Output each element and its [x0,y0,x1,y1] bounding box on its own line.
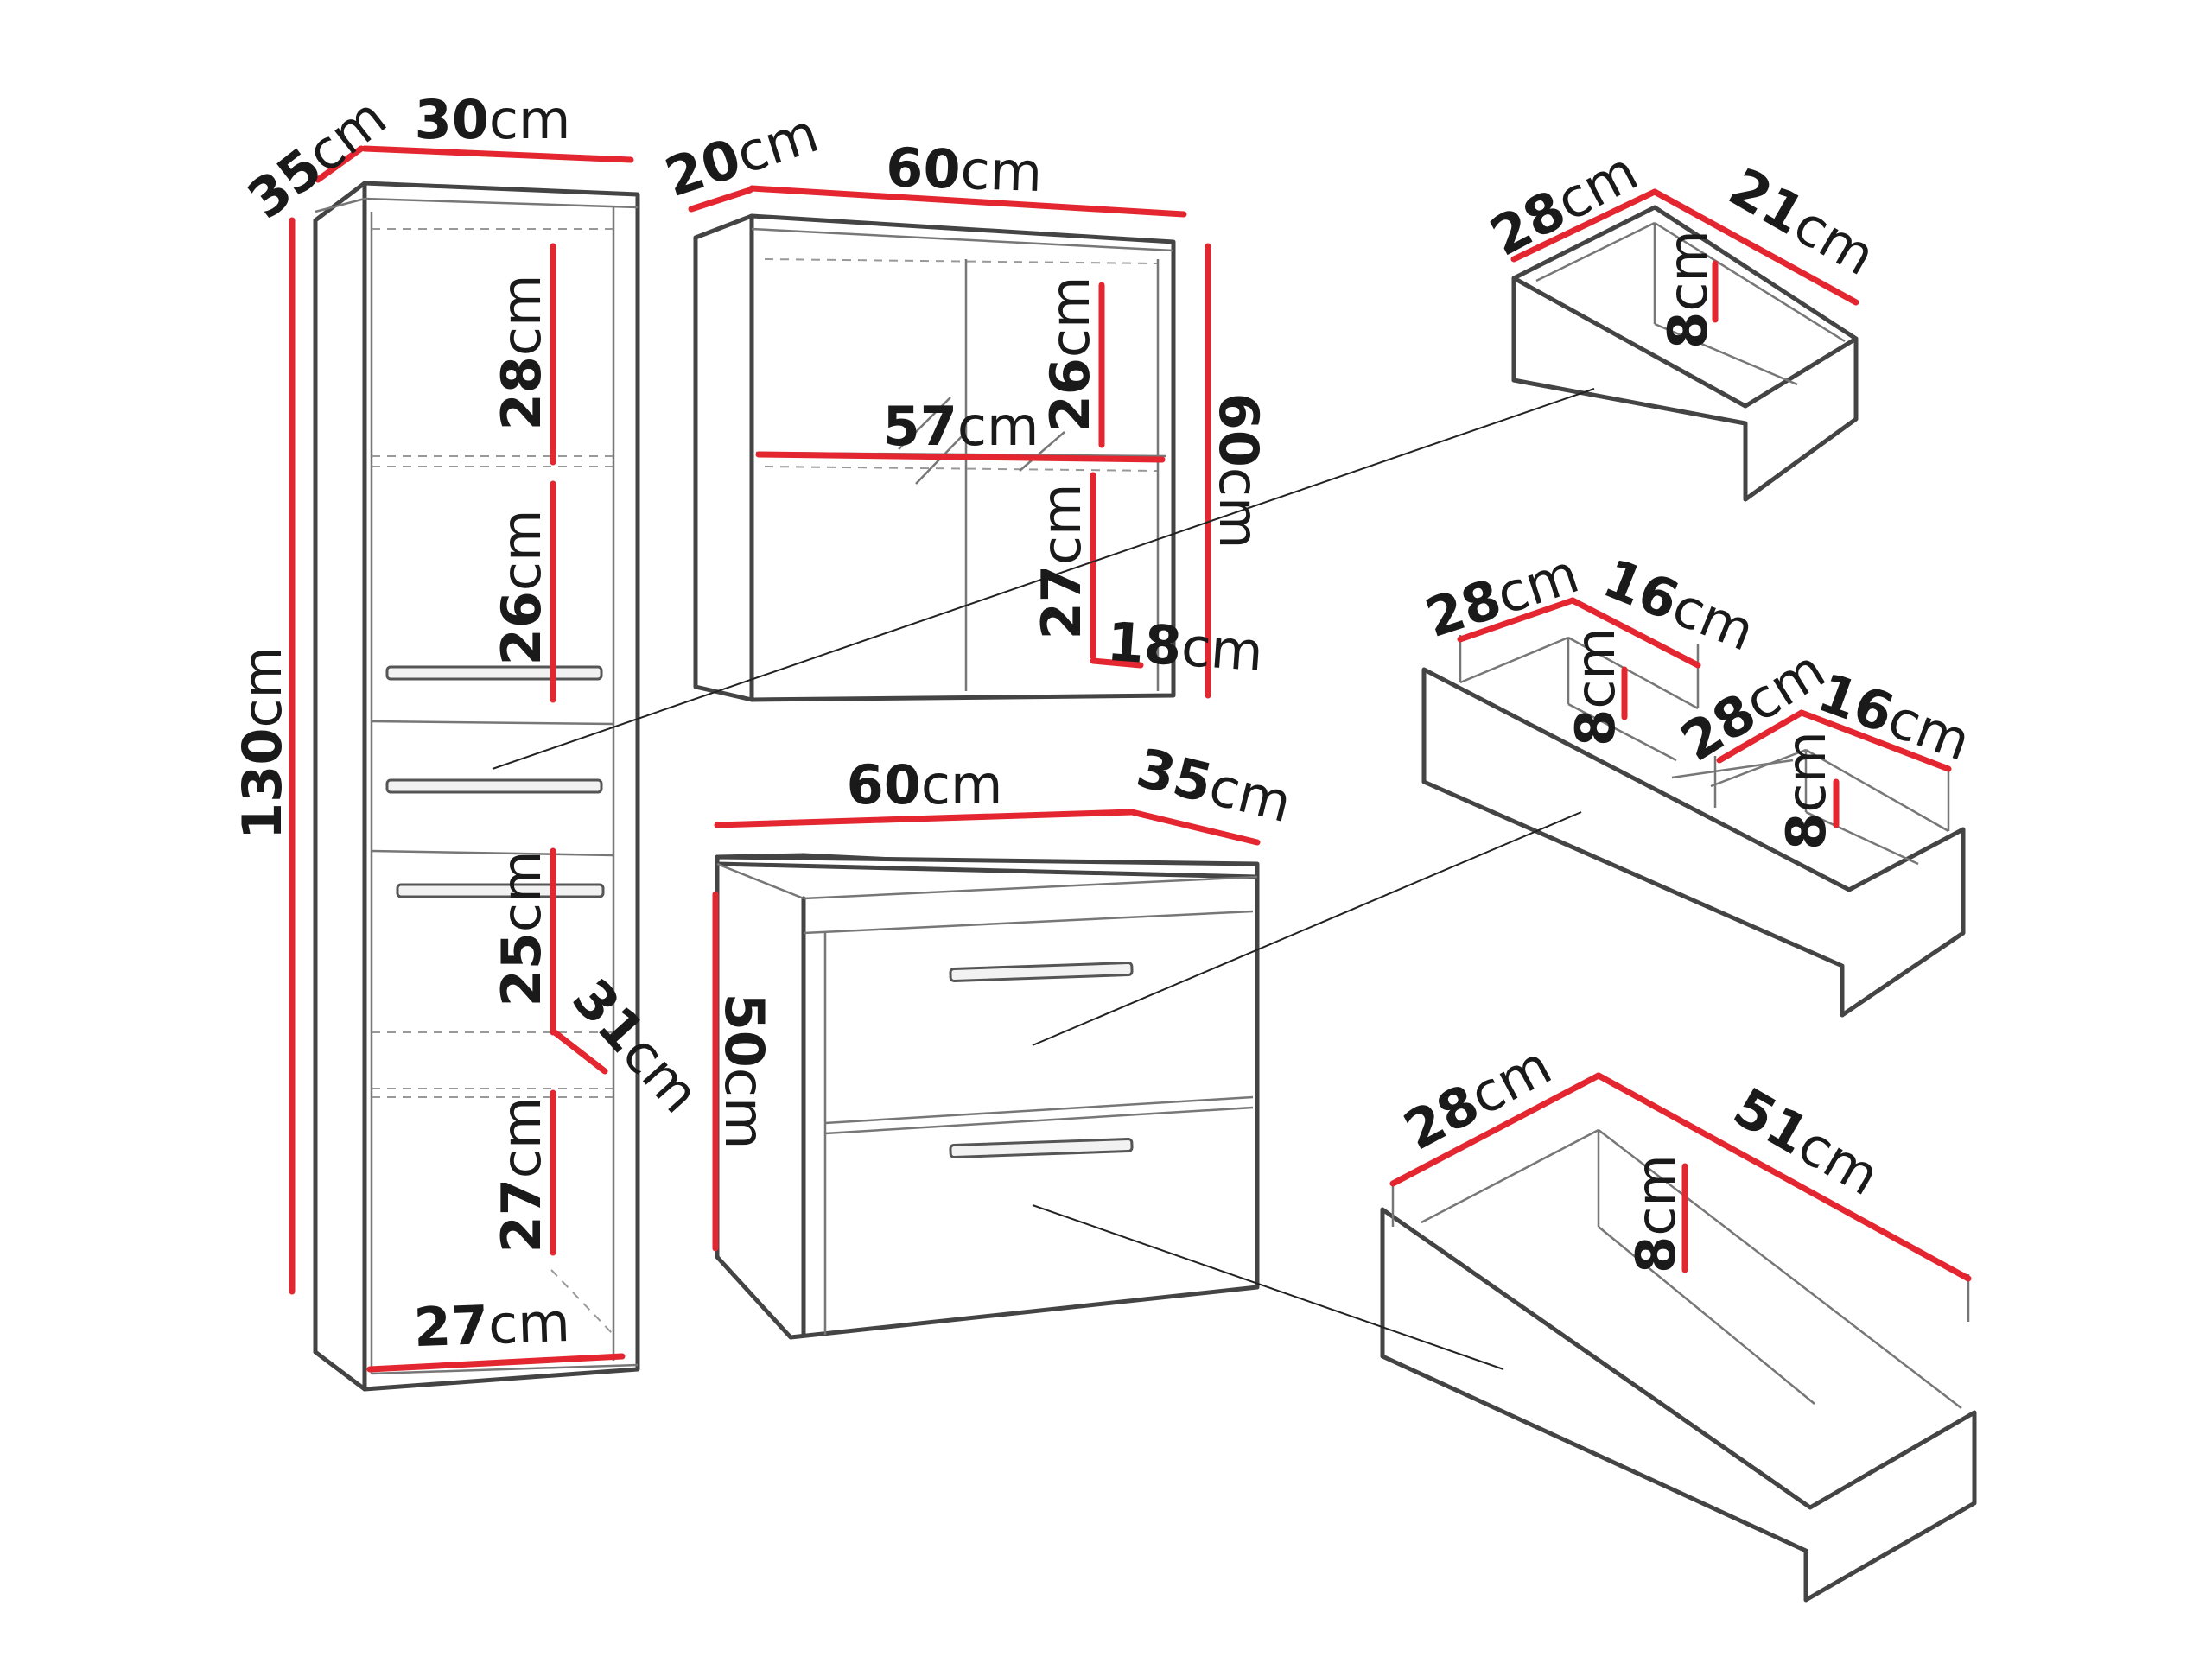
label-wall-lower-height: 27cm [1030,484,1093,640]
label-wall-width: 60cm [885,136,1043,204]
drawer-handle [949,1137,1134,1159]
label-large-width: 28cm [1394,1033,1561,1162]
label-tall-height: 130cm [231,646,294,840]
label-wall-inner-width: 57cm [883,395,1039,458]
tall-cabinet [289,145,640,1392]
label-tall-shelf-mid: 26cm [490,510,553,666]
label-tall-inner-width: 27cm [413,1291,571,1359]
leader-lines [492,388,1595,1370]
drawer-handle [949,961,1134,983]
label-tall-shelf-bottom: 27cm [490,1097,553,1254]
label-base-width: 60cm [847,753,1003,816]
base-cabinet [712,809,1261,1340]
wall-cabinet [688,185,1211,702]
label-small-height: 8cm [1656,230,1719,349]
drawer-large [1380,1072,1977,1603]
drawer-handle [385,665,603,681]
drawer-double [1421,597,1966,1018]
label-wall-height: 60cm [1207,393,1270,549]
drawer-handle [385,778,603,794]
label-large-height: 8cm [1624,1154,1688,1273]
label-double-left-width: 28cm [1418,542,1586,650]
label-tall-shelf-top: 28cm [490,275,553,431]
label-wall-upper-height: 26cm [1039,276,1102,433]
drawer-small [1510,188,1859,502]
label-double-right-height: 8cm [1775,731,1838,850]
label-wall-inner-depth: 18cm [1105,610,1265,683]
label-tall-width: 30cm [415,88,571,151]
label-tall-shelf-lower: 25cm [490,851,553,1007]
label-base-height: 50cm [713,993,776,1150]
label-double-left-height: 8cm [1564,627,1627,746]
